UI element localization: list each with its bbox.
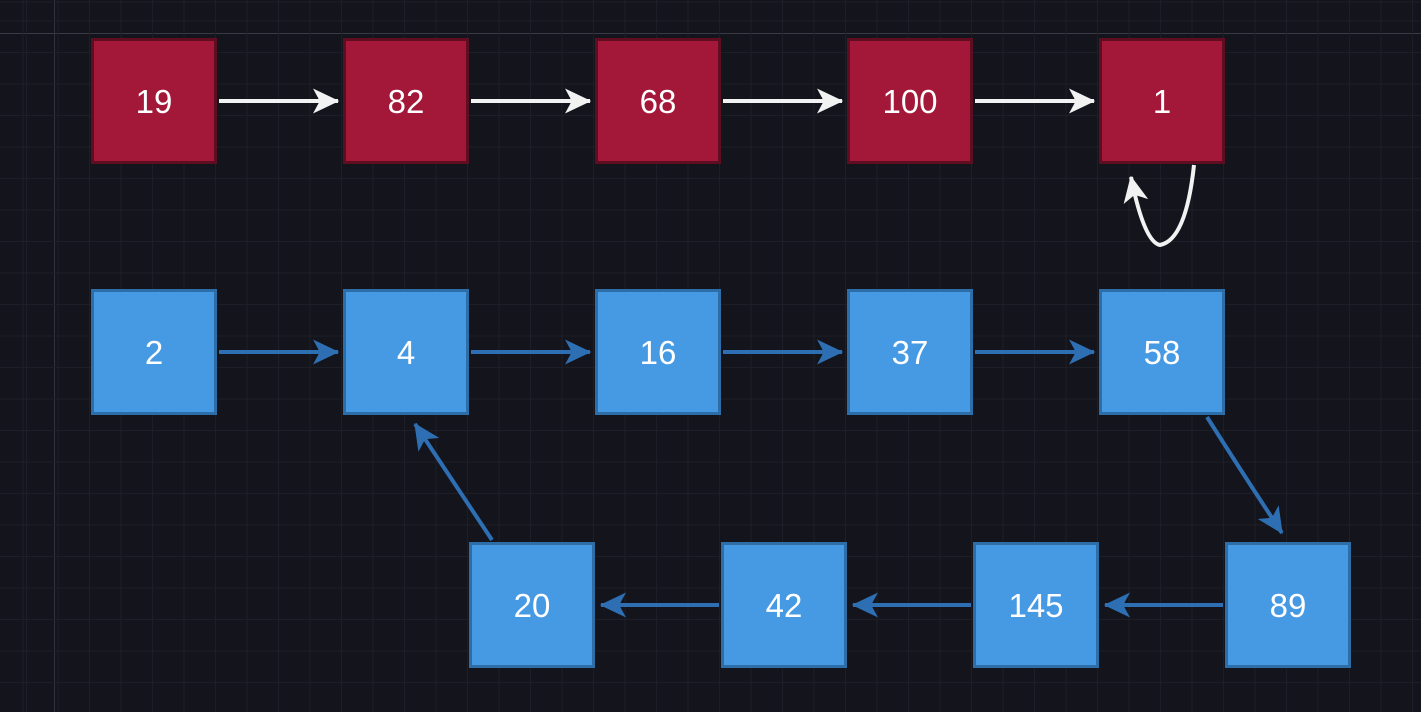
node-value: 19 (135, 82, 173, 120)
blue-list-node-58[interactable]: 58 (1099, 289, 1225, 415)
blue-list-node-4[interactable]: 4 (343, 289, 469, 415)
node-value: 68 (639, 82, 677, 120)
node-value: 58 (1143, 333, 1181, 371)
blue-list-node-89[interactable]: 89 (1225, 542, 1351, 668)
blue-list-node-42[interactable]: 42 (721, 542, 847, 668)
node-value: 100 (882, 82, 938, 120)
blue-list-node-37[interactable]: 37 (847, 289, 973, 415)
node-value: 16 (639, 333, 677, 371)
blue-list-node-2[interactable]: 2 (91, 289, 217, 415)
node-value: 89 (1269, 586, 1307, 624)
red-list-node-68[interactable]: 68 (595, 38, 721, 164)
self-loop-arrow-1-to-1[interactable] (1123, 164, 1196, 248)
node-value: 82 (387, 82, 425, 120)
node-value: 4 (396, 333, 416, 371)
arrow-58-to-89[interactable] (1205, 415, 1284, 535)
blue-list-node-20[interactable]: 20 (469, 542, 595, 668)
node-value: 1 (1152, 82, 1172, 120)
node-value: 2 (144, 333, 164, 371)
red-list-node-100[interactable]: 100 (847, 38, 973, 164)
node-value: 20 (513, 586, 551, 624)
node-value: 37 (891, 333, 929, 371)
blue-list-node-145[interactable]: 145 (973, 542, 1099, 668)
arrow-20-to-4[interactable] (413, 422, 494, 542)
node-value: 42 (765, 586, 803, 624)
red-list-node-19[interactable]: 19 (91, 38, 217, 164)
blue-list-node-16[interactable]: 16 (595, 289, 721, 415)
red-list-node-82[interactable]: 82 (343, 38, 469, 164)
red-list-node-1[interactable]: 1 (1099, 38, 1225, 164)
node-value: 145 (1008, 586, 1064, 624)
